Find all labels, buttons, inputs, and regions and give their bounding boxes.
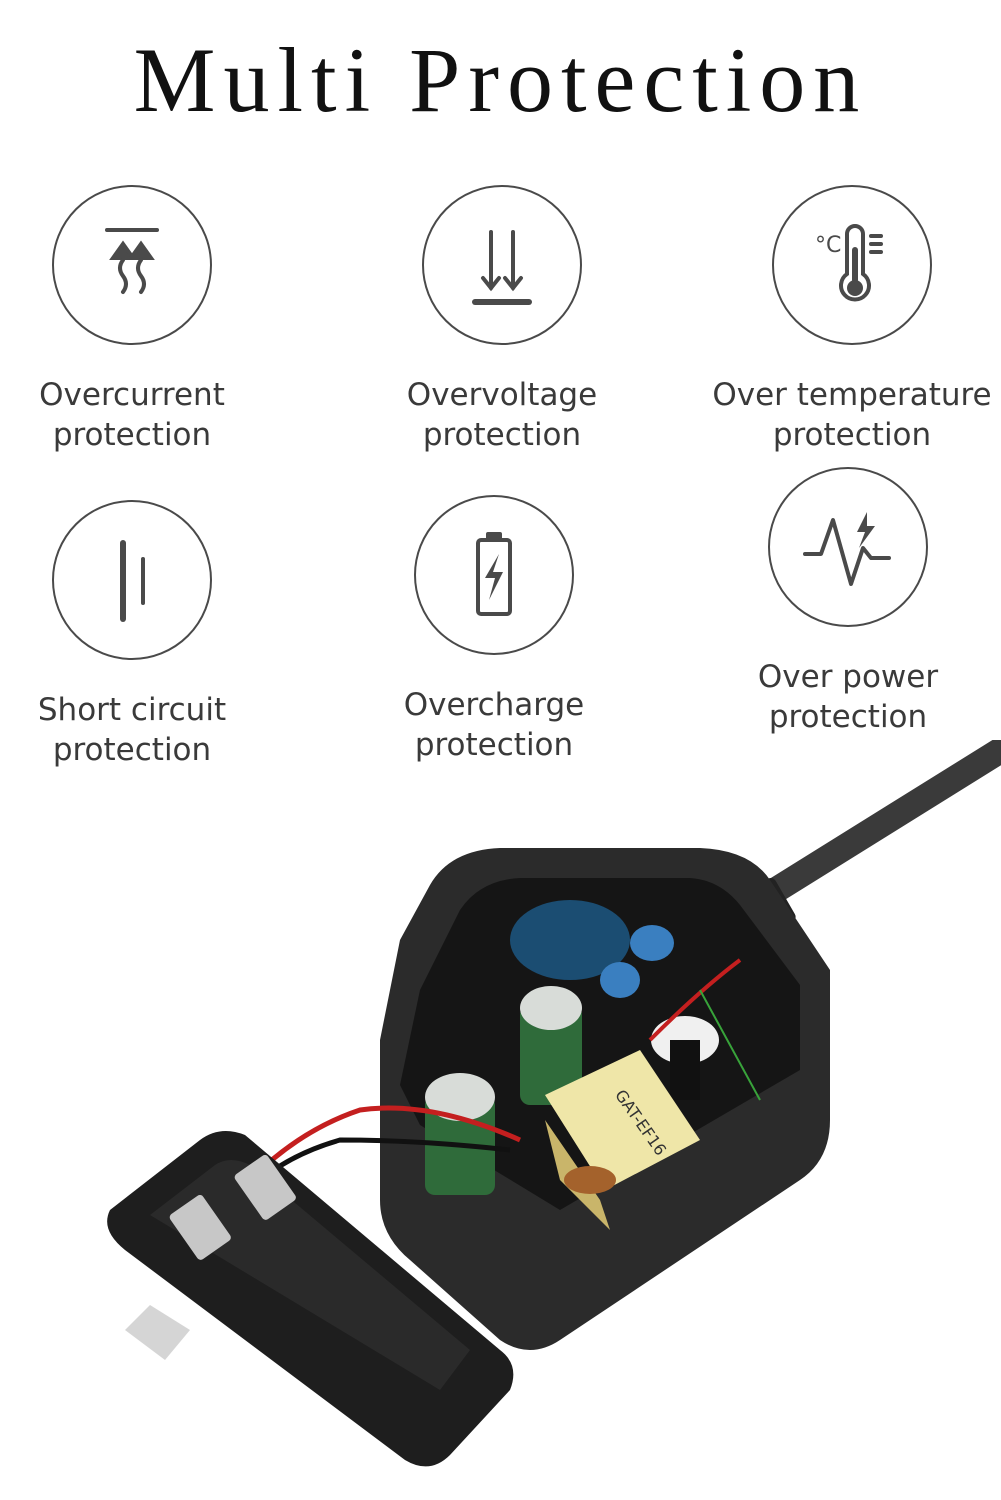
- thermometer-icon: °C: [772, 185, 932, 345]
- overcurrent-icon: [52, 185, 212, 345]
- feature-label: Overcharge protection: [403, 687, 585, 763]
- feature-label: Short circuit protection: [37, 692, 227, 768]
- feature-label: Over power protection: [757, 659, 939, 735]
- feature-label: Overvoltage protection: [406, 377, 598, 453]
- feature-overvoltage: Overvoltage protection: [352, 185, 652, 455]
- power-pulse-icon: [768, 467, 928, 627]
- power-adapter-image: GAT-EF16: [107, 740, 1001, 1467]
- feature-label: Overcurrent protection: [39, 377, 225, 453]
- overvoltage-icon: [422, 185, 582, 345]
- short-circuit-icon: [52, 500, 212, 660]
- feature-over-temperature: °C Over temperature protection: [702, 185, 1001, 455]
- page-title: Multi Protection: [133, 29, 868, 131]
- feature-short-circuit: Short circuit protection: [0, 500, 282, 770]
- feature-overcurrent: Overcurrent protection: [0, 185, 282, 455]
- feature-over-power: Over power protection: [698, 467, 998, 737]
- feature-overcharge: Overcharge protection: [344, 495, 644, 765]
- battery-icon: [414, 495, 574, 655]
- svg-text:°C: °C: [815, 233, 841, 258]
- feature-label: Over temperature protection: [712, 377, 992, 453]
